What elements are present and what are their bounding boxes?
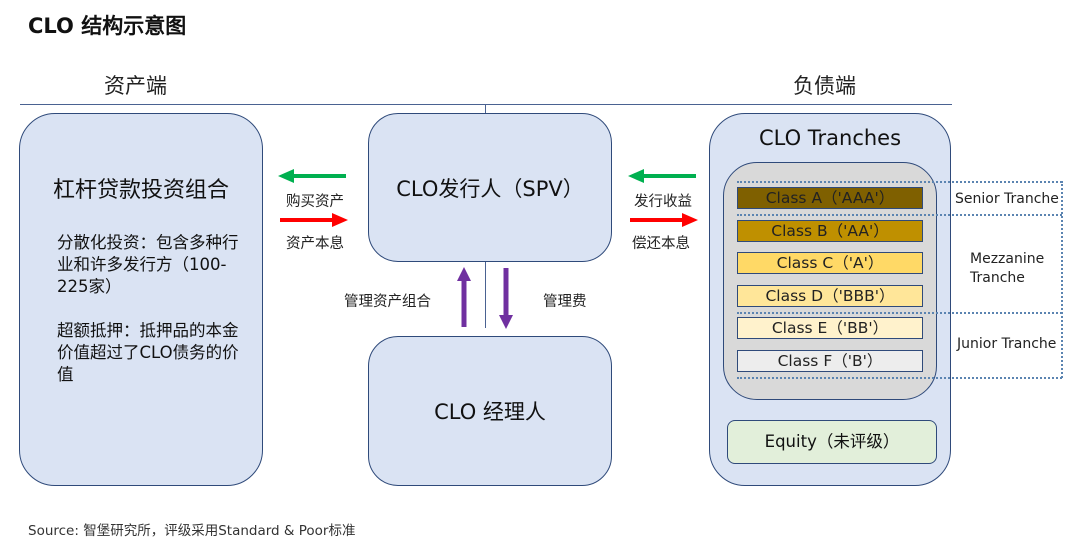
senior-tranche-label: Senior Tranche <box>955 191 1059 207</box>
senior-mezz-divider <box>737 214 1062 216</box>
clo-manager-title: CLO 经理人 <box>434 400 546 424</box>
loan-portfolio-description: 分散化投资：包含多种行业和许多发行方（100-225家） 超额抵押：抵押品的本金… <box>57 232 247 408</box>
senior-top-divider <box>737 181 1062 183</box>
loan-portfolio-title: 杠杆贷款投资组合 <box>52 178 229 203</box>
management-fee-arrow-icon <box>499 268 513 329</box>
tranche-class-d: Class D（'BBB'） <box>737 285 923 307</box>
asset-principal-interest-label: 资产本息 <box>286 236 344 252</box>
issuance-proceeds-arrow-icon <box>628 169 696 183</box>
diagram-title: CLO 结构示意图 <box>28 14 187 38</box>
spv-issuer-box: CLO发行人（SPV） <box>368 113 612 262</box>
tranche-class-b: Class B（'AA'） <box>737 220 923 242</box>
overcollateralization-text: 超额抵押：抵押品的本金价值超过了CLO债务的价值 <box>57 321 239 384</box>
mezzanine-tranche-label-line2: Tranche <box>970 270 1025 286</box>
header-divider <box>20 104 952 105</box>
spv-issuer-title: CLO发行人（SPV） <box>396 176 584 201</box>
tier-bracket-edge <box>1061 181 1063 378</box>
tranche-class-f: Class F（'B'） <box>737 350 923 372</box>
junior-tranche-label: Junior Tranche <box>957 336 1057 352</box>
repay-principal-interest-label: 偿还本息 <box>632 236 690 252</box>
manage-portfolio-arrow-icon <box>457 267 471 327</box>
asset-principal-interest-arrow-icon <box>280 213 348 227</box>
tranche-class-e: Class E（'BB'） <box>737 317 923 339</box>
tranche-class-a: Class A（'AAA'） <box>737 187 923 209</box>
mezz-junior-divider <box>737 312 1062 314</box>
clo-tranches-title: CLO Tranches <box>758 126 902 150</box>
loan-portfolio-box: 杠杆贷款投资组合 分散化投资：包含多种行业和许多发行方（100-225家） 超额… <box>19 113 263 486</box>
manage-portfolio-label: 管理资产组合 <box>344 294 431 310</box>
tranche-class-c: Class C（'A'） <box>737 252 923 274</box>
source-note: Source: 智堡研究所，评级采用Standard & Poor标准 <box>28 523 356 539</box>
management-fee-label: 管理费 <box>543 294 587 310</box>
buy-assets-arrow-icon <box>278 169 346 183</box>
asset-side-label: 资产端 <box>104 74 167 98</box>
mezzanine-tranche-label-line1: Mezzanine <box>970 251 1045 267</box>
repay-principal-interest-arrow-icon <box>630 213 698 227</box>
junior-bottom-divider <box>737 377 1062 379</box>
issuance-proceeds-label: 发行收益 <box>634 194 692 210</box>
clo-manager-box: CLO 经理人 <box>368 336 612 486</box>
liability-side-label: 负债端 <box>793 74 856 98</box>
diversification-text: 分散化投资：包含多种行业和许多发行方（100-225家） <box>57 233 239 296</box>
equity-tranche: Equity（未评级） <box>727 420 937 464</box>
buy-assets-label: 购买资产 <box>286 194 344 210</box>
